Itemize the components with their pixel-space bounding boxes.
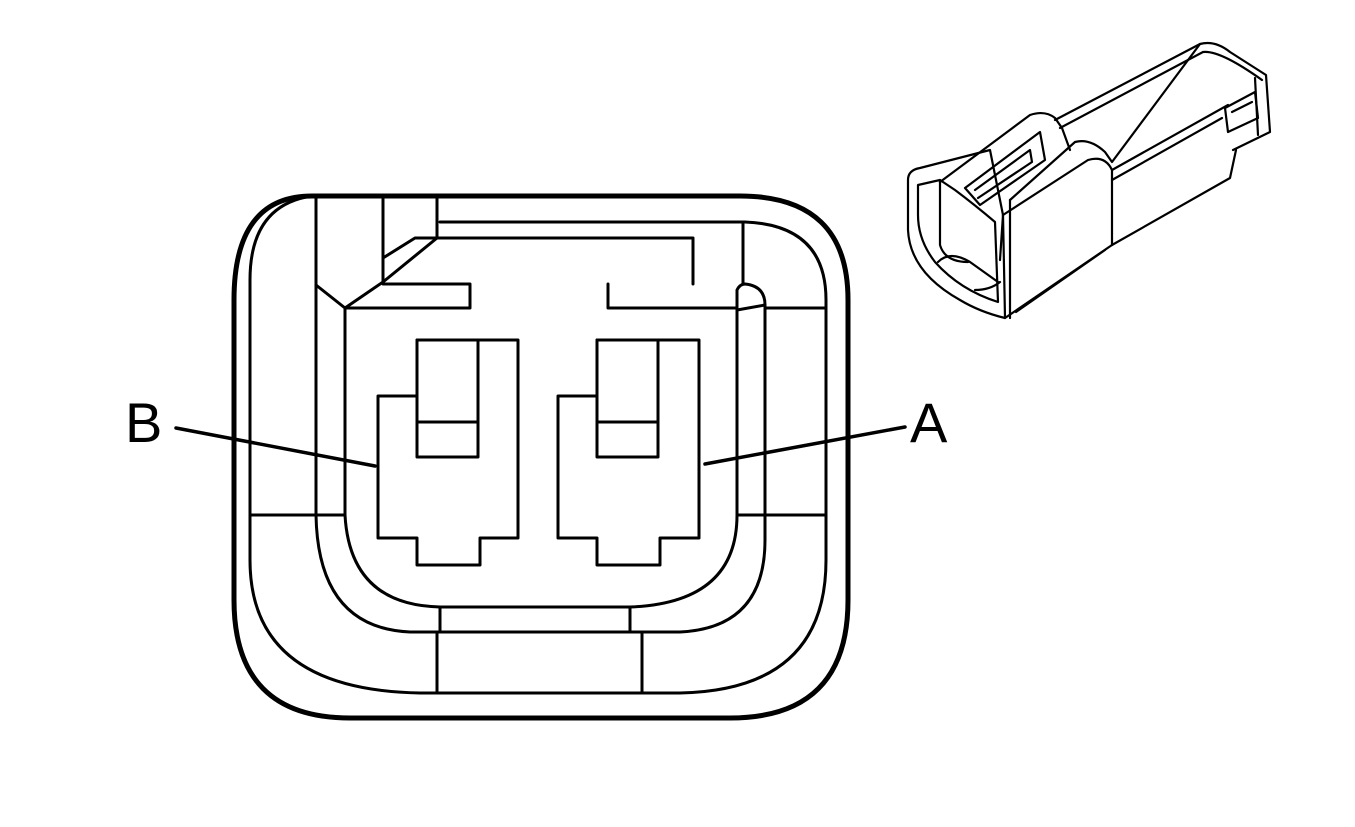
- terminal-b: [376, 338, 520, 567]
- iso-rib-2: [1110, 103, 1230, 182]
- iso-rear-window: [1223, 90, 1260, 134]
- iso-front-face-outer: [906, 148, 1007, 320]
- cavity-top-edge: [343, 282, 472, 310]
- cavity-corner: [735, 303, 767, 312]
- bottom-tab: [438, 605, 632, 634]
- iso-front-face-inner: [916, 178, 1000, 304]
- iso-latch-frame: [938, 111, 1072, 184]
- connector-face-view: B A: [125, 193, 948, 721]
- connector-isometric-view: [906, 41, 1272, 320]
- upper-latch-rib: [381, 236, 695, 286]
- terminal-cavity: [343, 306, 739, 609]
- iso-housing-side: [1001, 148, 1238, 247]
- leader-line-a: [703, 425, 907, 466]
- iso-front-edge: [938, 178, 970, 264]
- left-wall: [314, 194, 767, 634]
- terminal-a-slot: [595, 338, 660, 459]
- terminal-label-a: A: [910, 391, 948, 454]
- terminal-b-body: [376, 338, 520, 567]
- bottom-tab-lower: [435, 630, 644, 695]
- housing-inner-outline: [248, 194, 828, 695]
- iso-housing-top-edge: [1053, 42, 1264, 130]
- iso-latch-slot: [973, 148, 1034, 200]
- upper-latch-block: [314, 194, 385, 310]
- cavity-top-edge-right: [606, 282, 767, 310]
- terminal-b-slot: [415, 338, 480, 459]
- iso-rib-1: [998, 198, 1012, 320]
- leader-line-b: [174, 426, 377, 468]
- iso-housing-bottom: [1003, 243, 1114, 320]
- iso-rear-cap: [1253, 76, 1260, 137]
- iso-latch-frame-inner: [963, 130, 1047, 207]
- terminal-a: [556, 338, 701, 567]
- housing-outer-outline: [231, 193, 851, 721]
- iso-front-opening: [936, 254, 1002, 292]
- terminal-a-body: [556, 338, 701, 567]
- terminal-label-b: B: [125, 391, 162, 454]
